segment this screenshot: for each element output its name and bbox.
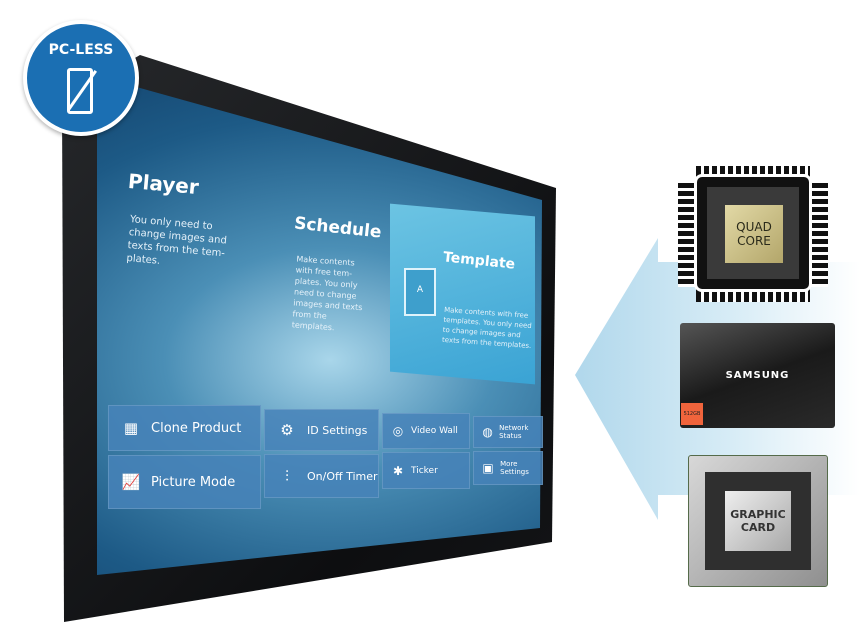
tile-label: Ticker bbox=[411, 465, 438, 476]
tile-id-settings[interactable]: ⚙ ID Settings bbox=[264, 409, 379, 451]
globe-icon: ◍ bbox=[482, 425, 493, 439]
ssd-drive: SAMSUNG 512GB bbox=[680, 323, 835, 428]
cpu-label: QUAD CORE bbox=[725, 205, 783, 263]
tile-clone-product[interactable]: ▦ Clone Product bbox=[108, 405, 261, 451]
tile-label: On/Off Timer bbox=[307, 469, 378, 483]
tile-label: Picture Mode bbox=[151, 474, 236, 490]
tile-video-wall[interactable]: ◎ Video Wall bbox=[382, 413, 470, 449]
tile-ticker[interactable]: ✱ Ticker bbox=[382, 452, 470, 489]
tile-label: Video Wall bbox=[411, 426, 458, 436]
target-icon: ◎ bbox=[392, 424, 404, 438]
tile-label: More Settings bbox=[500, 460, 529, 476]
badge-label: PC-LESS bbox=[48, 42, 114, 58]
tile-label: Clone Product bbox=[151, 420, 242, 436]
gpu-chip: GRAPHIC CARD bbox=[688, 455, 828, 587]
schedule-text: Make contents with free tem-plates. You … bbox=[291, 254, 363, 333]
cpu-chip: QUAD CORE bbox=[694, 174, 812, 292]
qr-grid-icon: ▦ bbox=[123, 419, 139, 437]
tile-on-off-timer[interactable]: ⫶ On/Off Timer bbox=[264, 454, 379, 498]
puzzle-icon: ✱ bbox=[392, 463, 404, 478]
monitor-chart-icon: 📈 bbox=[121, 473, 141, 491]
template-icon: A bbox=[404, 268, 436, 316]
template-text: Make contents with free templates. You o… bbox=[441, 305, 533, 351]
pc-less-badge: PC-LESS bbox=[23, 20, 139, 136]
tile-label: Network Status bbox=[499, 424, 529, 440]
player-text: You only need to change images and texts… bbox=[126, 214, 228, 267]
tile-label: ID Settings bbox=[307, 423, 368, 437]
tile-picture-mode[interactable]: 📈 Picture Mode bbox=[108, 455, 261, 509]
tile-more-settings[interactable]: ▣ More Settings bbox=[473, 451, 543, 485]
gear-wrench-icon: ⚙ bbox=[280, 421, 294, 439]
ssd-capacity: 512GB bbox=[681, 403, 703, 425]
no-pc-icon bbox=[67, 68, 97, 114]
tile-network-status[interactable]: ◍ Network Status bbox=[473, 416, 543, 448]
device-icon: ▣ bbox=[482, 461, 494, 475]
sliders-icon: ⫶ bbox=[285, 467, 289, 485]
gpu-label: GRAPHIC CARD bbox=[725, 491, 791, 551]
ssd-brand: SAMSUNG bbox=[725, 370, 790, 381]
